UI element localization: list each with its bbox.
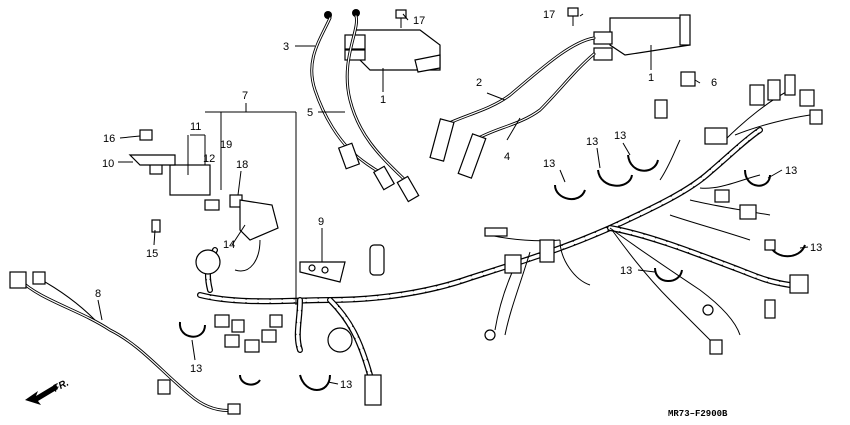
callout-13-b: 13 <box>586 136 598 148</box>
leader-lines <box>97 13 809 385</box>
callout-13-d: 13 <box>785 165 797 177</box>
bracket-9 <box>299 261 346 283</box>
callout-7: 7 <box>242 90 248 102</box>
callout-17-left: 17 <box>413 15 425 27</box>
right-connector-cluster <box>654 74 823 145</box>
connector-near-bracket <box>369 244 385 276</box>
callout-13-a: 13 <box>543 158 555 170</box>
callout-16: 16 <box>103 133 115 145</box>
callout-1-left: 1 <box>380 94 386 106</box>
ignition-module-group <box>128 129 279 275</box>
callout-17-right: 17 <box>543 9 555 21</box>
callout-13-g: 13 <box>190 363 202 375</box>
ignition-coil-right-wires <box>429 36 596 179</box>
callout-10: 10 <box>102 158 114 170</box>
callout-13-e: 13 <box>810 242 822 254</box>
callout-11: 11 <box>190 121 201 133</box>
callout-labels: 1 1 2 3 4 5 6 7 8 9 10 11 12 13 13 13 13… <box>95 9 822 391</box>
callout-2: 2 <box>476 77 482 89</box>
callout-1-right: 1 <box>648 72 654 84</box>
bolt-17-right <box>567 7 579 26</box>
front-label: FR. <box>51 378 70 395</box>
callout-13-h: 13 <box>340 379 352 391</box>
callout-18: 18 <box>236 159 248 171</box>
diagram-reference-code: MR73–F2900B <box>668 409 728 419</box>
callout-9: 9 <box>318 216 324 228</box>
callout-12: 12 <box>203 153 215 165</box>
callout-15: 15 <box>146 248 158 260</box>
callout-6: 6 <box>711 77 717 89</box>
relay-connector-6 <box>680 71 696 87</box>
bolt-17-left <box>395 9 407 28</box>
callout-19: 19 <box>220 139 232 151</box>
clamp-13-group <box>178 154 806 391</box>
callout-13-c: 13 <box>614 130 626 142</box>
bottom-connector-cluster <box>214 314 382 406</box>
ignition-coil-left-wires <box>310 14 420 203</box>
callout-4: 4 <box>504 151 510 163</box>
callout-5: 5 <box>307 107 313 119</box>
ignition-coil-left <box>324 9 441 73</box>
callout-14: 14 <box>223 239 235 251</box>
front-direction-arrow: FR. <box>25 378 71 405</box>
sub-harness-8 <box>9 271 241 415</box>
callout-3: 3 <box>283 41 289 53</box>
ignition-coil-right <box>593 14 691 61</box>
callout-13-f: 13 <box>620 265 632 277</box>
mid-connectors <box>484 189 809 355</box>
main-wire-harness <box>197 127 793 378</box>
callout-8: 8 <box>95 288 101 300</box>
